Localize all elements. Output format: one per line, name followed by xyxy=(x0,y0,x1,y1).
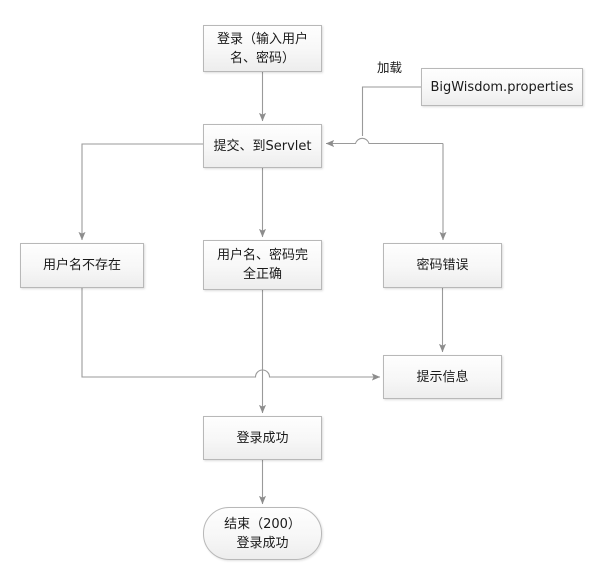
node-password-error-label: 密码错误 xyxy=(416,258,469,273)
edge-label-load: 加载 xyxy=(377,60,403,75)
node-username-not-exist[interactable]: 用户名不存在 xyxy=(20,243,144,288)
node-password-error[interactable]: 密码错误 xyxy=(383,243,502,288)
edge-properties-to-servlet xyxy=(361,86,421,136)
edge-servlet-to-nouser xyxy=(78,143,203,241)
node-properties[interactable]: BigWisdom.properties xyxy=(421,68,583,106)
node-servlet-label: 提交、到Servlet xyxy=(213,138,312,154)
node-login-label: 登录（输入用户 名、密码） xyxy=(216,31,308,66)
node-login-success-label: 登录成功 xyxy=(236,430,289,446)
node-servlet[interactable]: 提交、到Servlet xyxy=(203,124,322,168)
edge-into-servlet-right xyxy=(325,137,443,148)
node-prompt-message-label: 提示信息 xyxy=(416,369,469,385)
node-credentials-correct[interactable]: 用户名、密码完 全正确 xyxy=(203,240,322,290)
node-end-200-label: 结束（200） 登录成功 xyxy=(224,516,301,551)
node-end-200[interactable]: 结束（200） 登录成功 xyxy=(203,507,322,560)
node-credentials-correct-label: 用户名、密码完 全正确 xyxy=(216,248,308,282)
node-username-not-exist-label: 用户名不存在 xyxy=(42,258,121,273)
node-login-success[interactable]: 登录成功 xyxy=(203,416,322,460)
edge-nouser-to-message xyxy=(81,288,381,381)
node-prompt-message[interactable]: 提示信息 xyxy=(383,355,502,399)
node-properties-label: BigWisdom.properties xyxy=(430,79,574,95)
node-login[interactable]: 登录（输入用户 名、密码） xyxy=(203,25,322,72)
